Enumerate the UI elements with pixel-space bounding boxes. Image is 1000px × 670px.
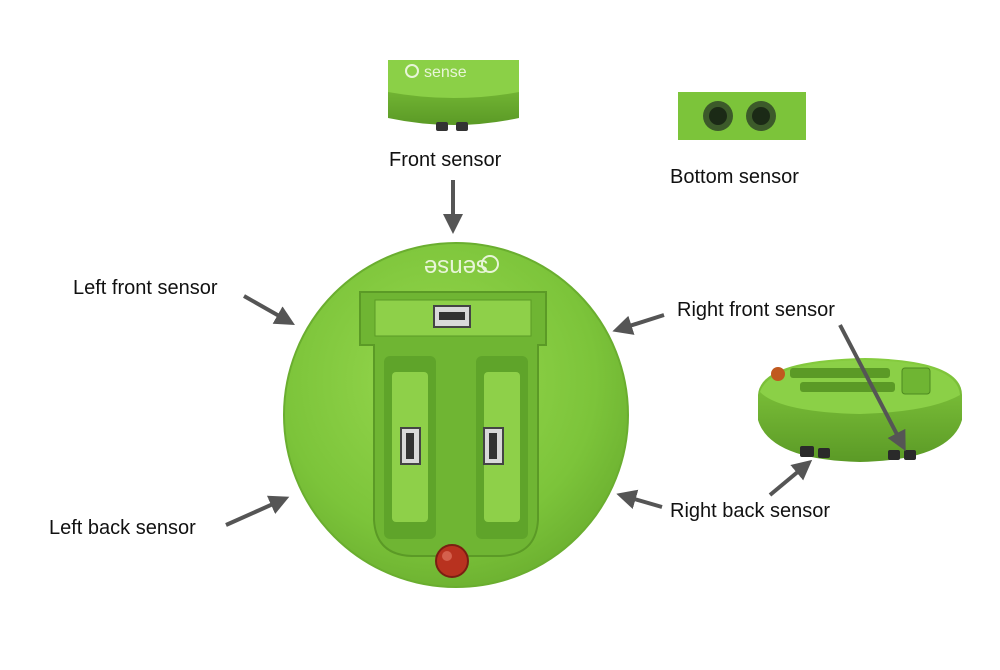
bottom-sensor-photo bbox=[678, 92, 806, 140]
front-logo: sense bbox=[405, 64, 467, 81]
usb-port-icon bbox=[483, 427, 504, 465]
arrow-right-back bbox=[616, 489, 663, 509]
arrow-left-back bbox=[225, 495, 290, 527]
power-button-icon bbox=[435, 544, 469, 578]
arrow-left-front bbox=[243, 294, 295, 325]
side-sensor-eye bbox=[904, 450, 916, 460]
right-front-sensor-label: Right front sensor bbox=[677, 299, 835, 321]
robot-logo-text: sense bbox=[424, 254, 488, 281]
front-sensor-label: Front sensor bbox=[389, 149, 502, 171]
front-sensor-eye bbox=[436, 122, 448, 131]
right-back-sensor-label: Right back sensor bbox=[670, 500, 831, 522]
side-sensor-eye bbox=[800, 446, 814, 457]
left-back-sensor-label: Left back sensor bbox=[49, 517, 196, 539]
robot-top-view: sense bbox=[283, 242, 629, 588]
arrow-side-right-back bbox=[768, 459, 813, 497]
arrows bbox=[225, 180, 906, 527]
arrow-right-front bbox=[612, 313, 665, 335]
side-sensor-eye bbox=[888, 450, 900, 460]
robot-side-view bbox=[758, 358, 962, 462]
bottom-sensor-label: Bottom sensor bbox=[670, 166, 799, 188]
front-sensor-eye bbox=[456, 122, 468, 131]
left-front-sensor-label: Left front sensor bbox=[73, 277, 218, 299]
robot-logo: sense bbox=[424, 254, 499, 281]
front-logo-text: sense bbox=[424, 64, 467, 81]
usb-port-icon bbox=[433, 305, 471, 328]
usb-port-icon bbox=[400, 427, 421, 465]
front-sensor-photo: sense bbox=[388, 60, 519, 131]
arrow-side-right-front bbox=[838, 324, 906, 452]
side-sensor-eye bbox=[818, 448, 830, 458]
